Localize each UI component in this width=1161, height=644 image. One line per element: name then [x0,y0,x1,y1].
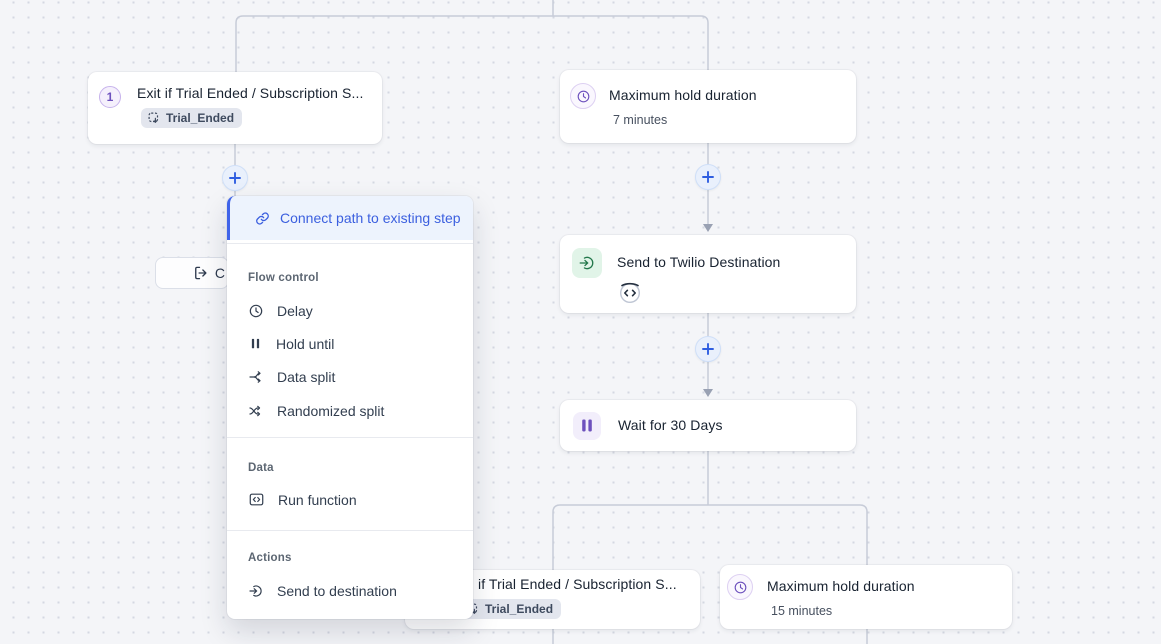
menu-item-send-to-destination[interactable]: Send to destination [227,577,473,604]
add-step-button[interactable] [695,336,721,362]
node-max-hold-bottom[interactable]: Maximum hold duration 15 minutes [720,565,1012,629]
node-title: if Trial Ended / Subscription S... [478,576,677,592]
audience-badge: Trial_Ended [460,599,562,619]
menu-item-label: Run function [278,491,357,508]
add-step-button[interactable] [695,164,721,190]
menu-divider [227,530,473,531]
node-title: Maximum hold duration [767,578,915,594]
node-title: Maximum hold duration [609,87,757,103]
clock-icon [570,83,596,109]
menu-section-header: Flow control [248,272,319,284]
node-wait[interactable]: Wait for 30 Days [560,400,856,451]
badge-label: Trial_Ended [485,602,554,616]
source-code-badge [617,279,643,305]
menu-item-delay[interactable]: Delay [227,297,473,324]
add-step-button[interactable] [222,165,248,191]
function-icon [249,493,264,506]
menu-divider [227,243,473,244]
node-subtitle: 15 minutes [771,604,833,618]
plus-icon [702,343,714,355]
node-send-destination[interactable]: Send to Twilio Destination [560,235,856,313]
send-destination-icon [249,584,262,597]
partial-exit-button[interactable]: C [155,257,229,289]
menu-item-label: Send to destination [277,582,397,599]
menu-item-run-function[interactable]: Run function [227,486,473,513]
node-title: Wait for 30 Days [618,417,723,433]
plus-icon [229,172,241,184]
menu-item-label: Randomized split [277,402,385,419]
menu-divider [227,437,473,438]
badge-label: Trial_Ended [166,111,235,125]
menu-section-header: Actions [248,552,292,564]
menu-item-randomized-split[interactable]: Randomized split [227,397,473,424]
node-max-hold-top[interactable]: Maximum hold duration 7 minutes [560,70,856,143]
audience-badge: Trial_Ended [141,108,243,128]
shuffle-icon [249,405,261,416]
menu-item-label: Data split [277,368,336,385]
menu-section-header: Data [248,462,274,474]
data-split-icon [249,370,261,383]
menu-item-label: Delay [277,302,313,319]
exit-icon [194,266,207,280]
node-subtitle: 7 minutes [613,113,668,127]
menu-item-hold-until[interactable]: Hold until [227,330,473,357]
clock-icon [727,574,753,600]
link-icon [256,211,269,225]
add-step-menu: Connect path to existing step Flow contr… [227,196,473,619]
pause-icon [251,338,260,349]
node-title: Send to Twilio Destination [617,254,781,270]
menu-item-data-split[interactable]: Data split [227,363,473,390]
send-destination-icon [572,248,602,278]
step-number-badge: 1 [99,86,121,108]
partial-button-label: C [214,265,225,281]
plus-icon [702,171,714,183]
menu-item-connect-path[interactable]: Connect path to existing step [227,196,473,240]
menu-item-label: Hold until [276,335,335,352]
node-title: Exit if Trial Ended / Subscription S... [137,85,364,101]
menu-item-label: Connect path to existing step [280,210,461,226]
pause-icon [573,411,601,440]
clock-icon [249,304,263,317]
node-exit-rule-top[interactable]: 1 Exit if Trial Ended / Subscription S..… [88,72,382,144]
audience-icon [148,112,159,123]
